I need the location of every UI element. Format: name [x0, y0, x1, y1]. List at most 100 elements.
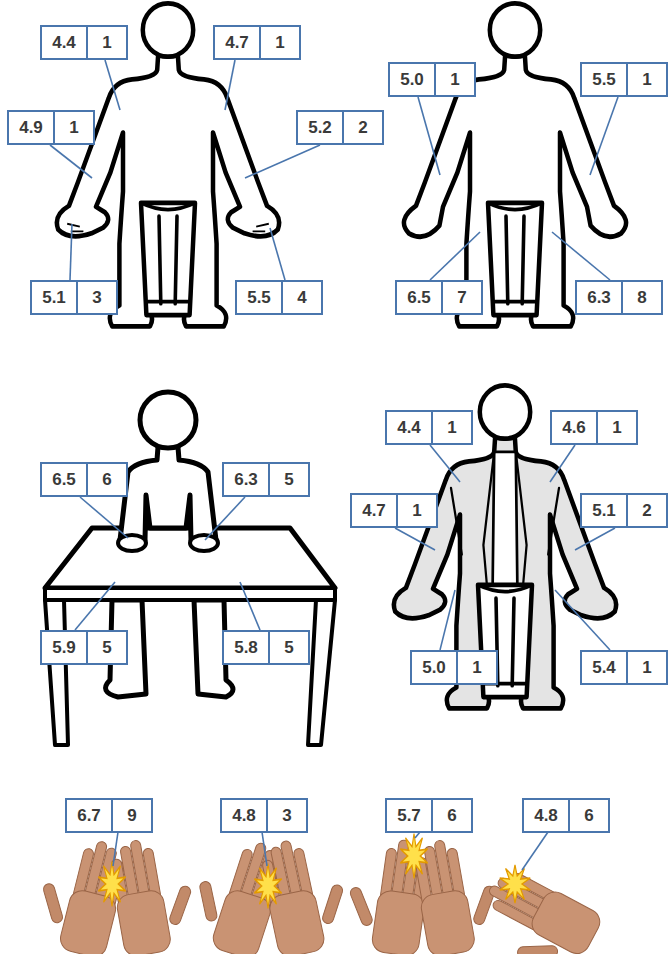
- value-box: 4.41: [385, 410, 473, 445]
- rating-value: 6.5: [42, 464, 88, 495]
- figure-at-table: [45, 392, 335, 745]
- leader-line: [113, 832, 118, 866]
- leader-line: [418, 97, 440, 175]
- leader-line: [225, 60, 235, 110]
- hand: [341, 834, 433, 954]
- rating-value: 5.1: [32, 282, 78, 313]
- count-number: 1: [88, 27, 126, 58]
- value-box: 4.86: [522, 798, 610, 833]
- count-number: 6: [433, 800, 471, 831]
- rating-value: 4.8: [222, 800, 268, 831]
- stool: [488, 203, 542, 315]
- rating-value: 5.5: [582, 64, 628, 95]
- count-number: 3: [78, 282, 116, 313]
- value-box: 4.83: [220, 798, 308, 833]
- count-number: 1: [628, 652, 666, 683]
- leader-line: [240, 582, 260, 630]
- value-box: 5.12: [580, 493, 668, 528]
- contact-burst: [400, 834, 427, 879]
- rating-value: 4.4: [387, 412, 433, 443]
- count-number: 9: [113, 800, 151, 831]
- leader-line: [550, 445, 575, 482]
- rating-value: 6.5: [397, 282, 443, 313]
- value-box: 6.35: [222, 462, 310, 497]
- leader-line: [262, 832, 267, 866]
- value-box: 4.71: [213, 25, 301, 60]
- head: [480, 385, 530, 438]
- hand: [118, 535, 146, 551]
- head: [140, 392, 196, 448]
- value-box: 6.79: [65, 798, 153, 833]
- contact-burst: [500, 865, 530, 903]
- leader-line: [440, 590, 455, 650]
- leader-line: [430, 232, 480, 280]
- leader-line: [590, 97, 618, 175]
- rating-value: 5.9: [42, 632, 88, 663]
- value-box: 5.76: [385, 798, 473, 833]
- rating-value: 5.7: [387, 800, 433, 831]
- count-number: 7: [443, 282, 481, 313]
- count-number: 1: [433, 412, 471, 443]
- hand: [190, 535, 218, 551]
- jacket-outline: [394, 438, 505, 709]
- value-box: 4.71: [350, 493, 438, 528]
- value-box: 5.22: [296, 110, 384, 145]
- rating-value: 6.3: [577, 282, 623, 313]
- value-box: 5.01: [388, 62, 476, 97]
- count-number: 1: [436, 64, 474, 95]
- count-number: 2: [628, 495, 666, 526]
- count-number: 1: [55, 112, 93, 143]
- leader-line: [245, 145, 320, 178]
- value-box: 6.56: [40, 462, 128, 497]
- value-box: 5.01: [410, 650, 498, 685]
- leader-line: [430, 445, 460, 482]
- rating-value: 4.7: [352, 495, 398, 526]
- count-number: 1: [261, 27, 299, 58]
- count-number: 1: [598, 412, 636, 443]
- value-box: 6.38: [575, 280, 663, 315]
- rating-value: 6.3: [224, 464, 270, 495]
- leader-line: [555, 590, 610, 650]
- leader-line: [395, 528, 435, 550]
- leader-line: [270, 228, 285, 280]
- count-number: 5: [88, 632, 126, 663]
- contact-burst: [254, 864, 281, 909]
- leader-line: [522, 832, 548, 870]
- value-box: 5.95: [40, 630, 128, 665]
- count-number: 1: [398, 495, 436, 526]
- seated-figure: [404, 3, 626, 326]
- rating-value: 5.0: [412, 652, 458, 683]
- leader-line: [70, 224, 72, 280]
- value-box: 5.54: [235, 280, 323, 315]
- rating-value: 5.8: [224, 632, 270, 663]
- rating-value: 4.6: [552, 412, 598, 443]
- value-box: 4.41: [40, 25, 128, 60]
- value-box: 5.51: [580, 62, 668, 97]
- count-number: 1: [458, 652, 496, 683]
- hand: [467, 863, 604, 954]
- hand: [106, 832, 202, 954]
- value-box: 5.13: [30, 280, 118, 315]
- value-box: 5.41: [580, 650, 668, 685]
- rating-value: 6.7: [67, 800, 113, 831]
- stool: [141, 203, 195, 315]
- leader-line: [50, 145, 92, 178]
- leader-line: [105, 60, 120, 110]
- count-number: 5: [270, 464, 308, 495]
- rating-value: 5.1: [582, 495, 628, 526]
- count-number: 8: [623, 282, 661, 313]
- leader-line: [205, 497, 245, 540]
- count-number: 5: [270, 632, 308, 663]
- value-box: 4.91: [7, 110, 95, 145]
- value-box: 6.57: [395, 280, 483, 315]
- leader-line: [575, 528, 615, 550]
- hand-photos: [28, 829, 604, 954]
- rating-value: 4.7: [215, 27, 261, 58]
- leader-line: [75, 582, 115, 630]
- rating-value: 5.4: [582, 652, 628, 683]
- contact-burst: [98, 862, 125, 907]
- table-leg: [308, 600, 335, 745]
- value-box: 5.85: [222, 630, 310, 665]
